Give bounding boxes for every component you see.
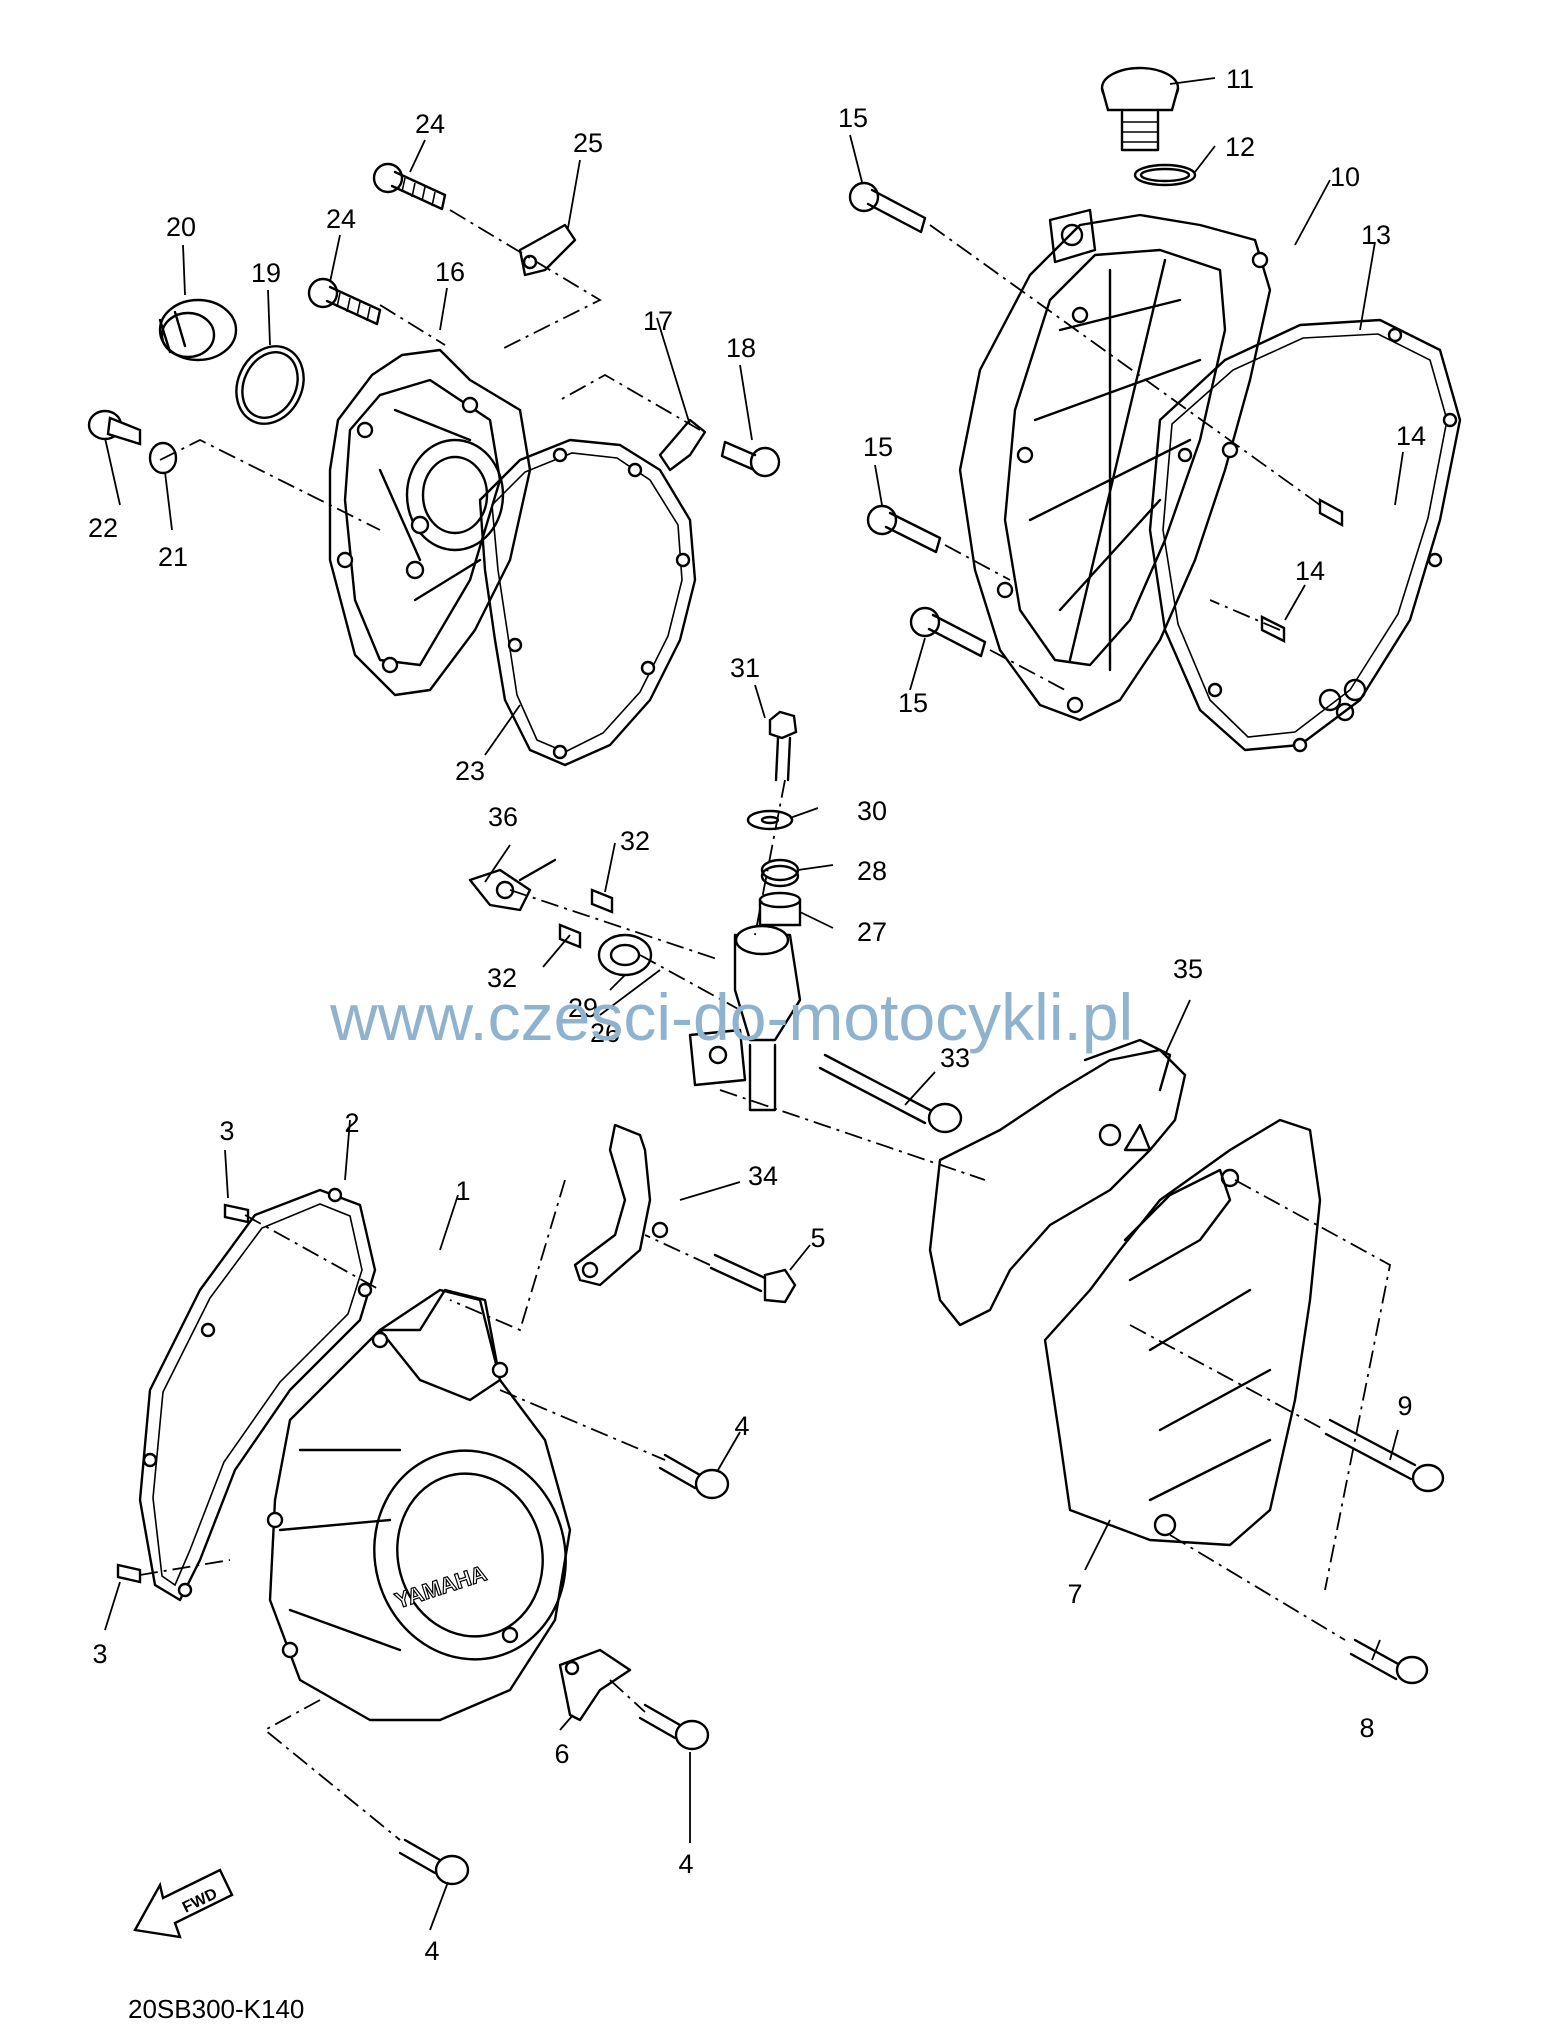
leader-lines-right	[1129, 1179, 1392, 1641]
bolt-9	[1324, 1418, 1445, 1493]
bolt-4-bottom-left	[398, 1838, 470, 1886]
sprocket-cover-7	[1043, 1118, 1322, 1547]
callout-7: 7	[1067, 1579, 1082, 1609]
leader-lines-top-left	[159, 209, 701, 531]
callout-23: 23	[455, 756, 485, 786]
callout-18: 18	[726, 333, 756, 363]
callout-2: 2	[344, 1108, 359, 1138]
callout-36: 36	[488, 802, 518, 832]
generator-cover-1	[266, 1288, 572, 1722]
gasket-23	[478, 438, 697, 767]
callout-31: 31	[730, 653, 760, 683]
watermark-url: www.czesci-do-motocykli.pl	[329, 980, 1133, 1054]
callout-10: 10	[1330, 162, 1360, 192]
clip-17	[658, 418, 707, 472]
callout-35: 35	[1173, 954, 1203, 984]
bolt-22	[87, 409, 142, 446]
bolt-4-bottom-mid	[638, 1703, 710, 1751]
lever-36	[468, 858, 557, 912]
brand-logo-text: YAMAHA	[392, 1560, 490, 1613]
plug-20	[158, 298, 238, 362]
seal-28	[760, 858, 800, 888]
bolt-33	[818, 1053, 963, 1134]
callout-21: 21	[158, 542, 188, 572]
washer-30	[746, 809, 794, 831]
callout-1: 1	[455, 1176, 470, 1206]
callout-6: 6	[554, 1739, 569, 1769]
oil-filler-cap-11	[1100, 66, 1180, 152]
bearing-29	[597, 933, 653, 977]
callout-3-lower: 3	[92, 1639, 107, 1669]
callout-13: 13	[1361, 220, 1391, 250]
callout-27: 27	[857, 917, 887, 947]
callout-leaders	[104, 77, 1404, 1931]
gasket-2	[138, 1187, 377, 1602]
callout-8: 8	[1359, 1713, 1374, 1743]
callout-20: 20	[166, 212, 196, 242]
o-ring-19	[235, 345, 305, 425]
dowel-pin-3-lower	[116, 1563, 142, 1584]
callout-25: 25	[573, 128, 603, 158]
dowel-pin-14-b	[1260, 615, 1286, 643]
callout-29: 29	[568, 993, 598, 1023]
callout-19: 19	[251, 258, 281, 288]
clamp-6	[558, 1648, 632, 1722]
bolt-15-low	[909, 606, 987, 658]
bolt-15-mid	[866, 504, 942, 554]
bolt-8	[1349, 1638, 1429, 1685]
bolt-5	[709, 1253, 797, 1304]
dowel-pin-3-upper	[223, 1203, 250, 1224]
callout-5: 5	[810, 1223, 825, 1253]
callout-3-upper: 3	[219, 1116, 234, 1146]
callout-14-upper: 14	[1396, 421, 1426, 451]
leader-lines-top-right	[929, 224, 1321, 691]
callout-11: 11	[1226, 64, 1254, 94]
callout-4-bottom-left: 4	[424, 1936, 439, 1966]
callout-22: 22	[88, 513, 118, 543]
callout-15-top: 15	[838, 103, 868, 133]
leader-lines-middle	[509, 779, 986, 1181]
callout-16: 16	[435, 257, 465, 287]
bracket-34	[573, 1123, 669, 1287]
bolt-4-right	[658, 1453, 730, 1500]
callout-33: 33	[940, 1043, 970, 1073]
fwd-arrow-icon: FWD	[133, 1868, 234, 1939]
callout-32-lower: 32	[487, 963, 517, 993]
crankcase-cover-16	[328, 348, 532, 697]
callout-12: 12	[1225, 132, 1255, 162]
bolt-24-top	[372, 162, 447, 211]
housing-26	[688, 924, 802, 1112]
dowel-pin-14-a	[1318, 497, 1344, 528]
washer-21	[148, 441, 178, 475]
callout-24-lower: 24	[326, 204, 356, 234]
bushing-27	[758, 891, 802, 927]
callout-24-top: 24	[415, 109, 445, 139]
callout-14-lower: 14	[1295, 556, 1325, 586]
callout-4-bottom-mid: 4	[678, 1849, 693, 1879]
bolt-15-top	[848, 181, 927, 234]
bolt-24-lower	[307, 277, 382, 326]
o-ring-12	[1133, 163, 1197, 187]
leader-lines-bottom-left	[139, 1179, 711, 1841]
callout-30: 30	[857, 796, 887, 826]
pin-32-upper	[590, 888, 614, 914]
callout-34: 34	[748, 1161, 778, 1191]
gasket-13	[1148, 318, 1462, 753]
callout-4-right: 4	[734, 1411, 749, 1441]
callout-26: 26	[590, 1018, 620, 1048]
cover-35	[928, 1038, 1187, 1327]
callout-9: 9	[1397, 1391, 1412, 1421]
callout-17: 17	[643, 306, 673, 336]
callout-32-upper: 32	[620, 826, 650, 856]
callout-15-mid: 15	[863, 432, 893, 462]
bolt-18	[720, 440, 781, 478]
diagram-code: 20SB300-K140	[128, 1994, 304, 2024]
callout-28: 28	[857, 856, 887, 886]
bolt-31	[768, 710, 798, 782]
clutch-cover-10	[958, 208, 1272, 722]
callout-15-low: 15	[898, 688, 928, 718]
